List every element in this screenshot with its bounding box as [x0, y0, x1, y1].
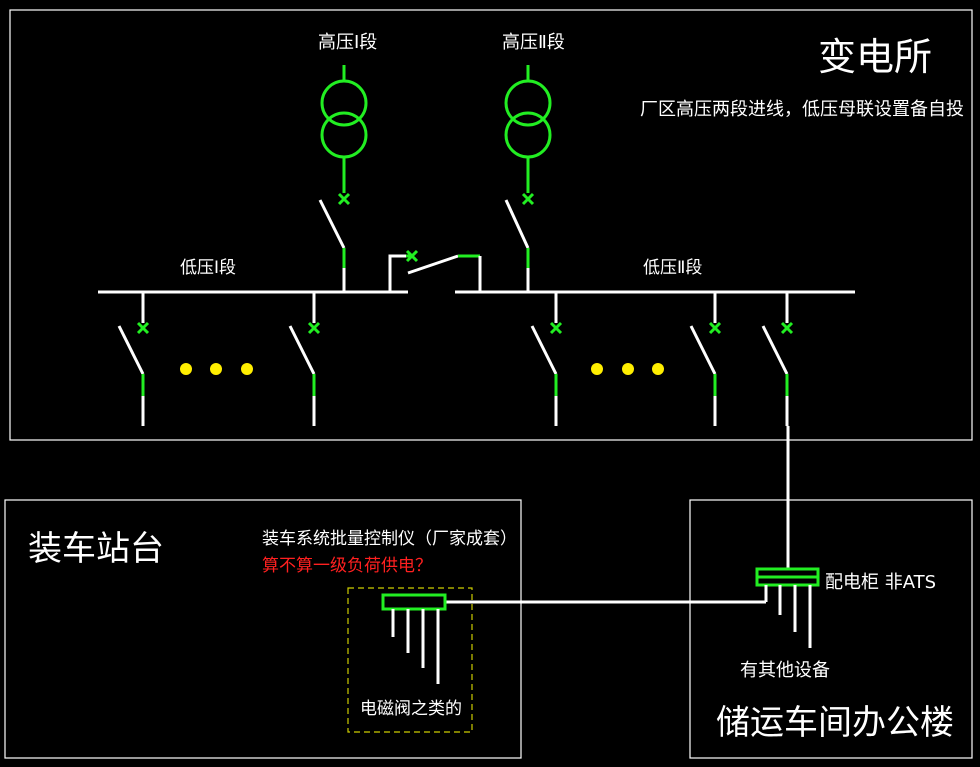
hv2-breaker [504, 192, 535, 292]
substation-frame [9, 9, 973, 441]
substation-title: 变电所 [818, 35, 932, 79]
ellipsis-dots-lv2 [591, 363, 664, 375]
feeder-breaker-4 [689, 292, 722, 426]
controller-label: 装车系统批量控制仪（厂家成套） [262, 529, 517, 549]
feeder-breaker-2 [288, 292, 321, 426]
lv2-label: 低压Ⅱ段 [643, 258, 702, 278]
load-class-question: 算不算一级负荷供电？ [262, 556, 432, 576]
valve-group-dashed-box [347, 587, 473, 733]
substation-note: 厂区高压两段进线，低压母联设置备自投 [640, 99, 964, 120]
lv1-label: 低压Ⅰ段 [180, 258, 236, 278]
office-building-frame [689, 499, 973, 759]
other-equipment-label: 有其他设备 [740, 660, 830, 681]
distribution-cabinet [755, 567, 820, 648]
transformer-1 [320, 65, 368, 193]
transformer-2 [504, 65, 552, 193]
feeder-breaker-1 [117, 292, 150, 426]
loading-station-title: 装车站台 [28, 529, 164, 569]
feeder-breaker-5 [761, 292, 794, 426]
loading-station-frame [4, 499, 522, 759]
hv1-label: 高压Ⅰ段 [318, 32, 377, 53]
feeder-breaker-3 [530, 292, 563, 426]
valve-label: 电磁阀之类的 [360, 699, 462, 719]
feeders [117, 292, 794, 426]
ellipsis-dots-lv1 [180, 363, 253, 375]
office-title: 储运车间办公楼 [716, 703, 954, 743]
cabinet-label: 配电柜 非ATS [825, 572, 936, 593]
bus-tie-switch [388, 249, 482, 292]
hv2-label: 高压Ⅱ段 [502, 32, 565, 53]
hv1-breaker [318, 192, 351, 292]
batch-controller [381, 593, 447, 684]
